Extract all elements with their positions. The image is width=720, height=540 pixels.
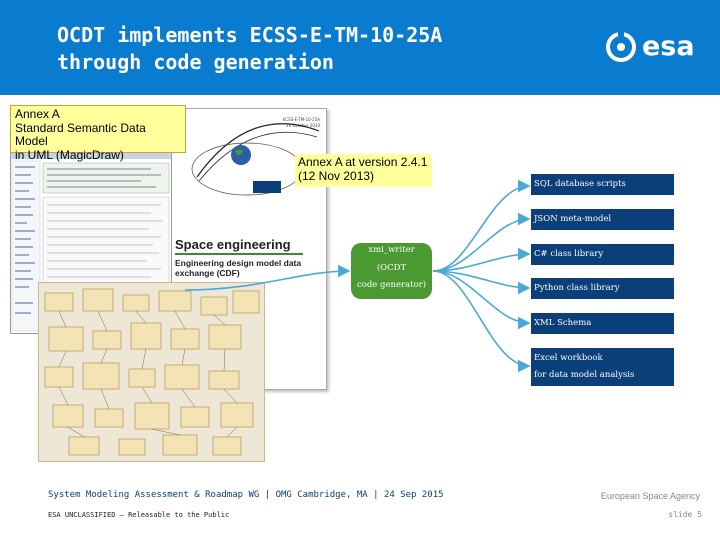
output-csharp-library: C# class library	[531, 244, 674, 265]
footer-event: System Modeling Assessment & Roadmap WG …	[48, 490, 444, 500]
esa-logo: esa	[606, 30, 698, 64]
esa-logo-icon	[606, 32, 636, 62]
generator-label-2: code generator)	[356, 280, 427, 290]
excel-label-1: Excel workbook	[534, 353, 603, 363]
output-json-metamodel: JSON meta-model	[531, 209, 674, 230]
footer-classification: ESA UNCLASSIFIED – Releasable to the Pub…	[48, 511, 230, 519]
uml-class-diagram	[38, 282, 265, 462]
esa-logo-text: esa	[642, 31, 695, 62]
document-heading: Space engineering	[175, 237, 291, 252]
generator-label-1: (OCDT	[376, 263, 407, 273]
uml-diagram-graphic	[44, 288, 260, 456]
generator-name: xmi_writer	[368, 245, 415, 255]
annex-a-callout: Annex A Standard Semantic Data Model in …	[10, 105, 186, 161]
version-callout: Annex A at version 2.4.1 (12 Nov 2013)	[295, 154, 432, 187]
output-xml-schema: XML Schema	[531, 313, 674, 334]
slide-number: slide 5	[668, 510, 702, 519]
output-python-library: Python class library	[531, 278, 674, 299]
magicdraw-window-thumbnail	[11, 153, 171, 332]
excel-label-2: for data model analysis	[534, 370, 635, 380]
slide-title: OCDT implements ECSS-E-TM-10-25A through…	[57, 23, 443, 74]
document-id: ECSS-E-TM-10-25A	[282, 117, 320, 122]
ecss-emblem	[191, 123, 320, 196]
footer-agency: European Space Agency	[600, 491, 700, 501]
code-generator-box: xmi_writer (OCDT code generator)	[351, 243, 432, 299]
output-excel-workbook: Excel workbook for data model analysis	[531, 348, 674, 386]
title-banner: OCDT implements ECSS-E-TM-10-25A through…	[0, 0, 720, 95]
heading-underline	[175, 253, 303, 255]
document-subheading: Engineering design model data exchange (…	[175, 258, 302, 278]
output-sql-scripts: SQL database scripts	[531, 174, 674, 195]
